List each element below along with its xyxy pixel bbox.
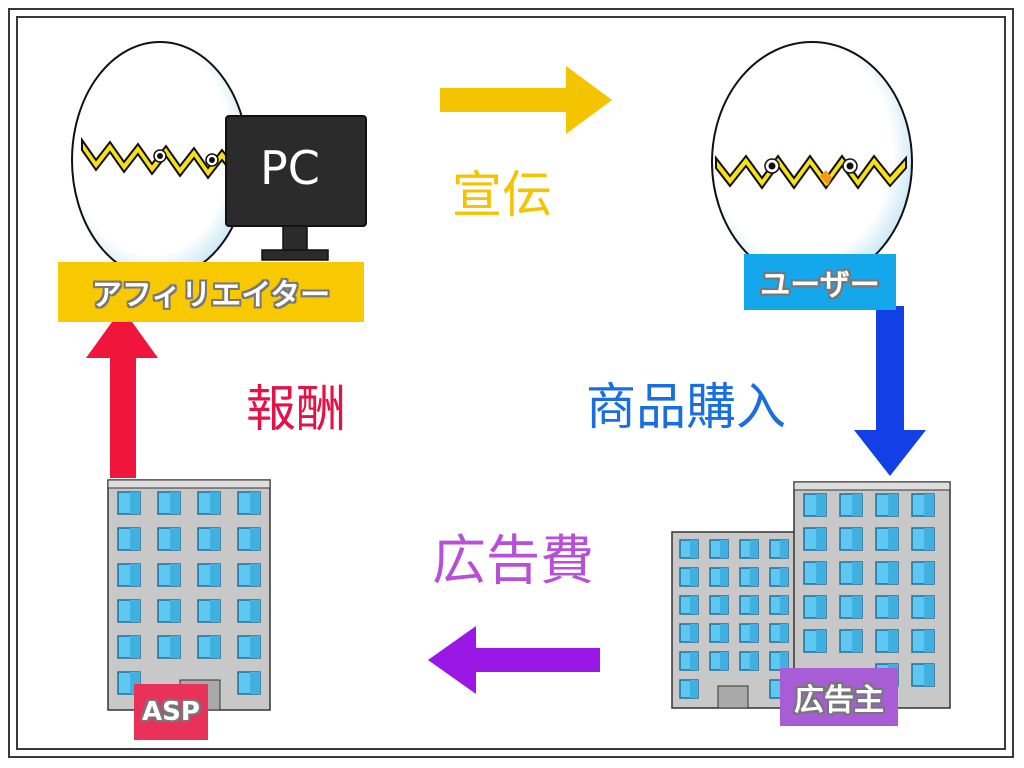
building-window-shade: [130, 672, 140, 694]
building-window-shade: [130, 636, 140, 658]
inner-frame: [16, 16, 1006, 750]
building-window-shade: [130, 600, 140, 622]
building-window-shade: [924, 562, 934, 584]
building-window-shade: [170, 492, 180, 514]
building-window-shade: [749, 540, 758, 558]
reward-label: 報酬: [246, 380, 346, 438]
user-badge: ユーザー: [744, 254, 896, 310]
ad-fee-arrow-left-icon: [428, 626, 600, 694]
building-window-shade: [170, 528, 180, 550]
building-window-shade: [888, 494, 898, 516]
building-window-shade: [719, 624, 728, 642]
asp-badge: ASP: [134, 684, 208, 740]
building-window-shade: [852, 528, 862, 550]
building-window-shade: [749, 596, 758, 614]
building-window-shade: [924, 596, 934, 618]
building-window-shade: [852, 494, 862, 516]
building-window-shade: [210, 528, 220, 550]
building-window-shade: [779, 568, 788, 586]
building-window-shade: [689, 652, 698, 670]
building-window-shade: [779, 540, 788, 558]
building-window-shade: [816, 528, 826, 550]
building-window-shade: [170, 636, 180, 658]
building-window-shade: [888, 562, 898, 584]
promotion-label: 宣伝: [452, 166, 552, 224]
building-window-shade: [210, 564, 220, 586]
building-window-shade: [250, 528, 260, 550]
advertiser-badge: 広告主: [780, 668, 898, 726]
building-window-shade: [779, 596, 788, 614]
building-window-shade: [250, 600, 260, 622]
building-window-shade: [689, 568, 698, 586]
promotion-arrow-right-icon: [440, 66, 612, 134]
building-window-shade: [816, 596, 826, 618]
building-window-shade: [250, 636, 260, 658]
building-window-shade: [130, 528, 140, 550]
purchase-arrow-down-icon: [854, 306, 926, 476]
building-window-shade: [689, 596, 698, 614]
purchase-label: 商品購入: [586, 378, 786, 436]
building-window-shade: [130, 564, 140, 586]
building-window-shade: [749, 568, 758, 586]
affiliator-badge: アフィリエイター: [58, 262, 364, 322]
building-window-shade: [250, 564, 260, 586]
building-window-shade: [719, 652, 728, 670]
building-window-shade: [689, 624, 698, 642]
building-window-shade: [779, 652, 788, 670]
building-window-shade: [888, 596, 898, 618]
building-window-shade: [816, 562, 826, 584]
advertiser-small-building-windows: [679, 539, 789, 699]
user-egg-icon: [711, 41, 913, 283]
pc-label: PC: [260, 141, 320, 195]
building-window-shade: [210, 636, 220, 658]
building-window-shade: [210, 492, 220, 514]
outer-frame: [8, 8, 1014, 758]
building-window-shade: [852, 630, 862, 652]
building-window-shade: [888, 528, 898, 550]
building-window-shade: [719, 568, 728, 586]
pc-monitor-icon: [225, 115, 367, 261]
building-window-shade: [749, 652, 758, 670]
building-window-shade: [852, 596, 862, 618]
building-window-shade: [924, 528, 934, 550]
building-window-shade: [888, 630, 898, 652]
building-window-shade: [250, 672, 260, 694]
ad-fee-label: 広告費: [432, 529, 594, 592]
building-window-shade: [816, 630, 826, 652]
building-window-shade: [170, 564, 180, 586]
advertiser-large-building-windows: [803, 493, 935, 687]
building-window-shade: [924, 664, 934, 686]
building-window-shade: [749, 624, 758, 642]
building-window-shade: [924, 630, 934, 652]
building-window-shade: [250, 492, 260, 514]
building-window-shade: [852, 562, 862, 584]
building-window-shade: [719, 540, 728, 558]
building-window-shade: [210, 600, 220, 622]
affiliator-egg-icon: [71, 41, 249, 279]
building-window-shade: [924, 494, 934, 516]
building-window-shade: [689, 680, 698, 698]
building-window-shade: [719, 596, 728, 614]
building-window-shade: [130, 492, 140, 514]
building-window-shade: [816, 494, 826, 516]
building-window-shade: [689, 540, 698, 558]
asp-building-windows: [117, 491, 261, 695]
building-window-shade: [170, 600, 180, 622]
reward-arrow-up-icon: [86, 308, 158, 478]
advertiser-building-small-icon: [671, 531, 799, 709]
building-window-shade: [779, 624, 788, 642]
